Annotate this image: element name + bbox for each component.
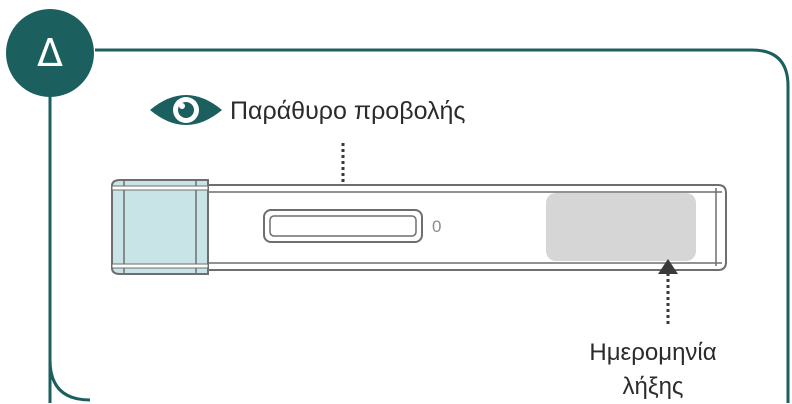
expiry-area: [546, 193, 696, 261]
pen-cap: [111, 179, 209, 275]
injector-pen: [111, 179, 727, 275]
dose-counter-digit: 0: [432, 217, 442, 236]
frame-corner: [48, 359, 91, 402]
arrow-up-icon: [658, 259, 678, 327]
expiry-date-label: Ημερομηνία λήξης: [548, 336, 758, 404]
step-badge: [6, 9, 94, 97]
step-frame: [48, 48, 790, 403]
expiry-label-line1: Ημερομηνία: [589, 339, 717, 366]
step-letter: Δ: [37, 31, 63, 75]
eye-icon: [150, 95, 222, 125]
expiry-label-line2: λήξης: [622, 373, 684, 400]
viewing-window-label: Παράθυρο προβολής: [230, 97, 466, 125]
